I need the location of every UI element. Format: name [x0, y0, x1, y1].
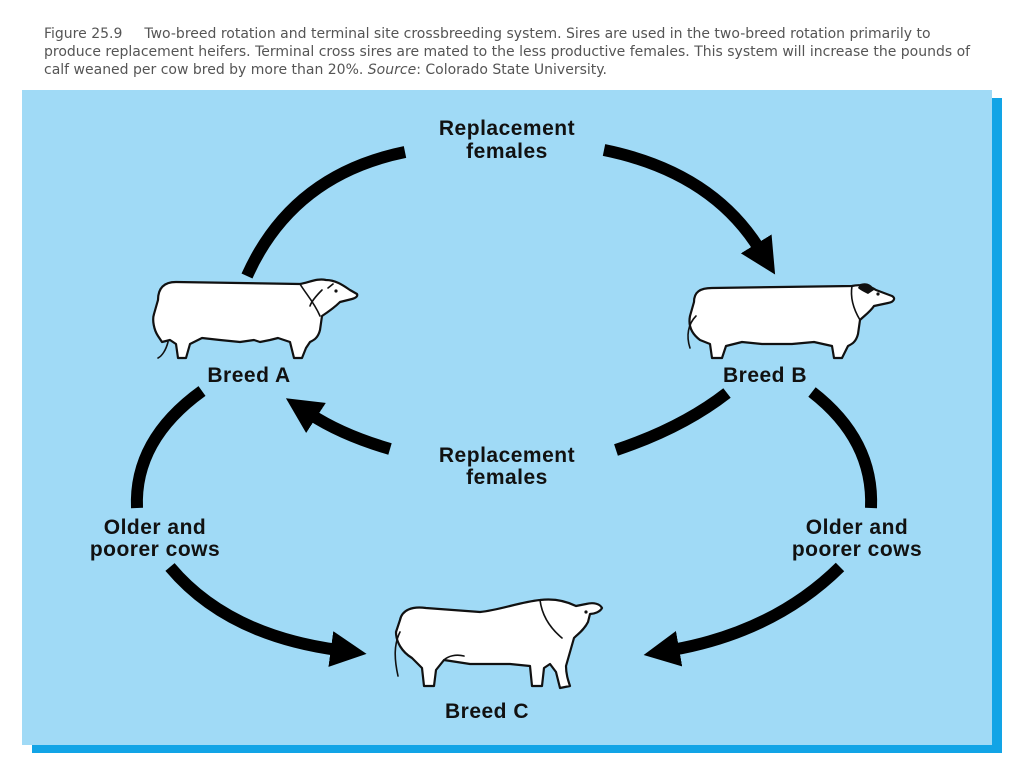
- middle-label-line1: Replacement: [439, 444, 575, 467]
- breed-b-label: Breed B: [723, 364, 807, 387]
- breed-b-cow-icon: [687, 283, 896, 360]
- caption-source-text: : Colorado State University.: [416, 62, 607, 78]
- top-label-line1: Replacement: [439, 117, 575, 140]
- arrow-breed-a-to-top: [241, 146, 407, 279]
- figure-number: Figure 25.9: [44, 26, 123, 42]
- caption-source-label: Source: [367, 62, 417, 78]
- arrow-breed-a-to-left: [130, 386, 206, 509]
- arrow-left-to-breed-c: [165, 563, 367, 667]
- breed-a-cow-icon: [152, 278, 359, 360]
- top-label-line2: females: [466, 140, 548, 163]
- middle-label-line2: females: [466, 466, 548, 489]
- caption-text: Two-breed rotation and terminal site cro…: [44, 26, 971, 78]
- breed-a-label: Breed A: [207, 364, 290, 387]
- arrow-middle-to-breed-a: [285, 398, 392, 455]
- arrow-right-to-breed-c: [643, 562, 845, 667]
- arrow-breed-b-to-middle: [614, 388, 731, 456]
- right-label-line2: poorer cows: [792, 538, 922, 561]
- arrow-top-to-breed-b: [602, 144, 776, 275]
- left-label-line2: poorer cows: [90, 538, 220, 561]
- left-label-line1: Older and: [104, 516, 207, 539]
- arrow-breed-b-to-right: [808, 387, 878, 509]
- right-label-line1: Older and: [806, 516, 909, 539]
- breed-c-label: Breed C: [445, 700, 529, 723]
- breed-c-bull-icon: [394, 598, 604, 690]
- crossbreeding-diagram: Replacement females Replacement females …: [90, 117, 922, 723]
